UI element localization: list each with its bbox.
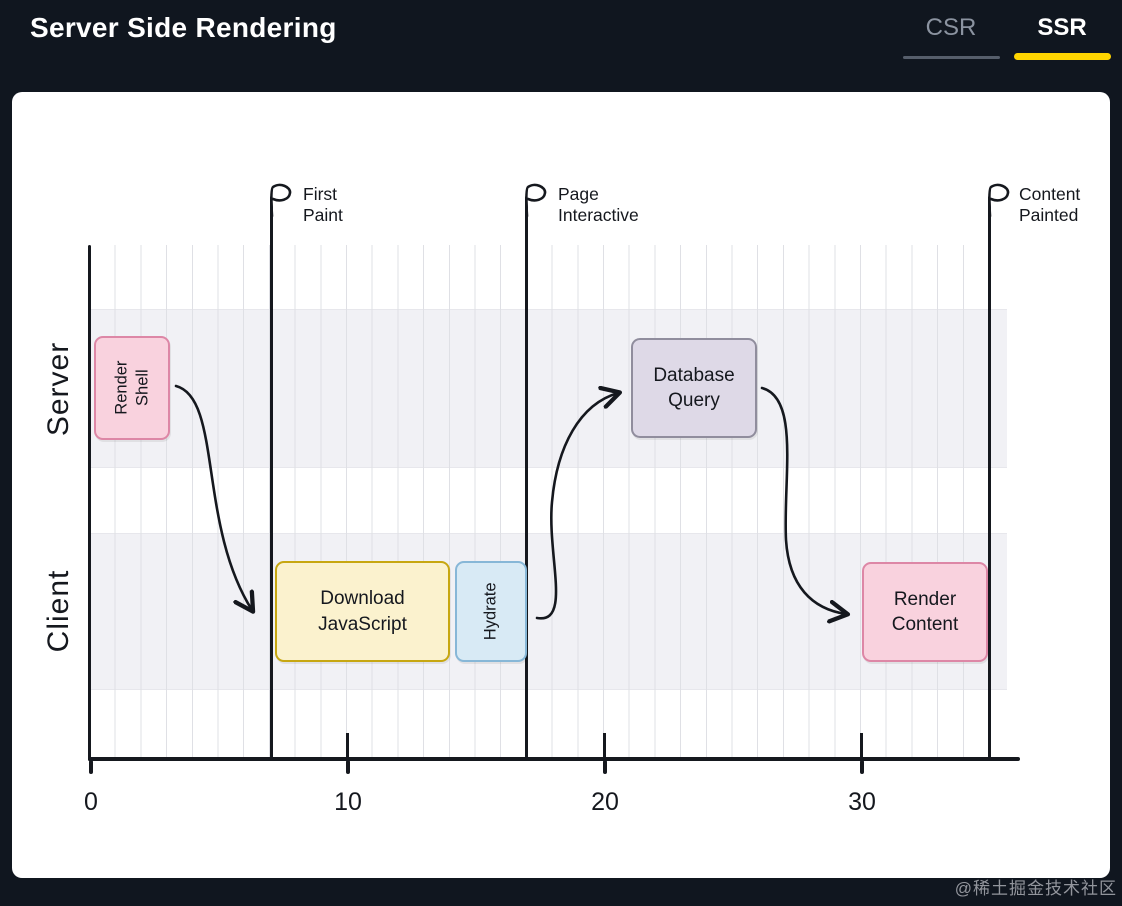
tab-csr-label: CSR	[925, 14, 977, 41]
app-header: Server Side Rendering CSR SSR	[0, 0, 1122, 92]
tab-ssr-underline	[1013, 53, 1111, 60]
tab-csr[interactable]: CSR	[902, 14, 1000, 59]
page-title: Server Side Rendering	[30, 12, 337, 43]
watermark: @稀土掘金技术社区	[954, 879, 1117, 898]
tab-ssr-label: SSR	[1037, 14, 1087, 41]
diagram-card	[12, 92, 1110, 878]
tab-csr-underline	[902, 56, 1000, 59]
tab-ssr[interactable]: SSR	[1013, 14, 1111, 60]
